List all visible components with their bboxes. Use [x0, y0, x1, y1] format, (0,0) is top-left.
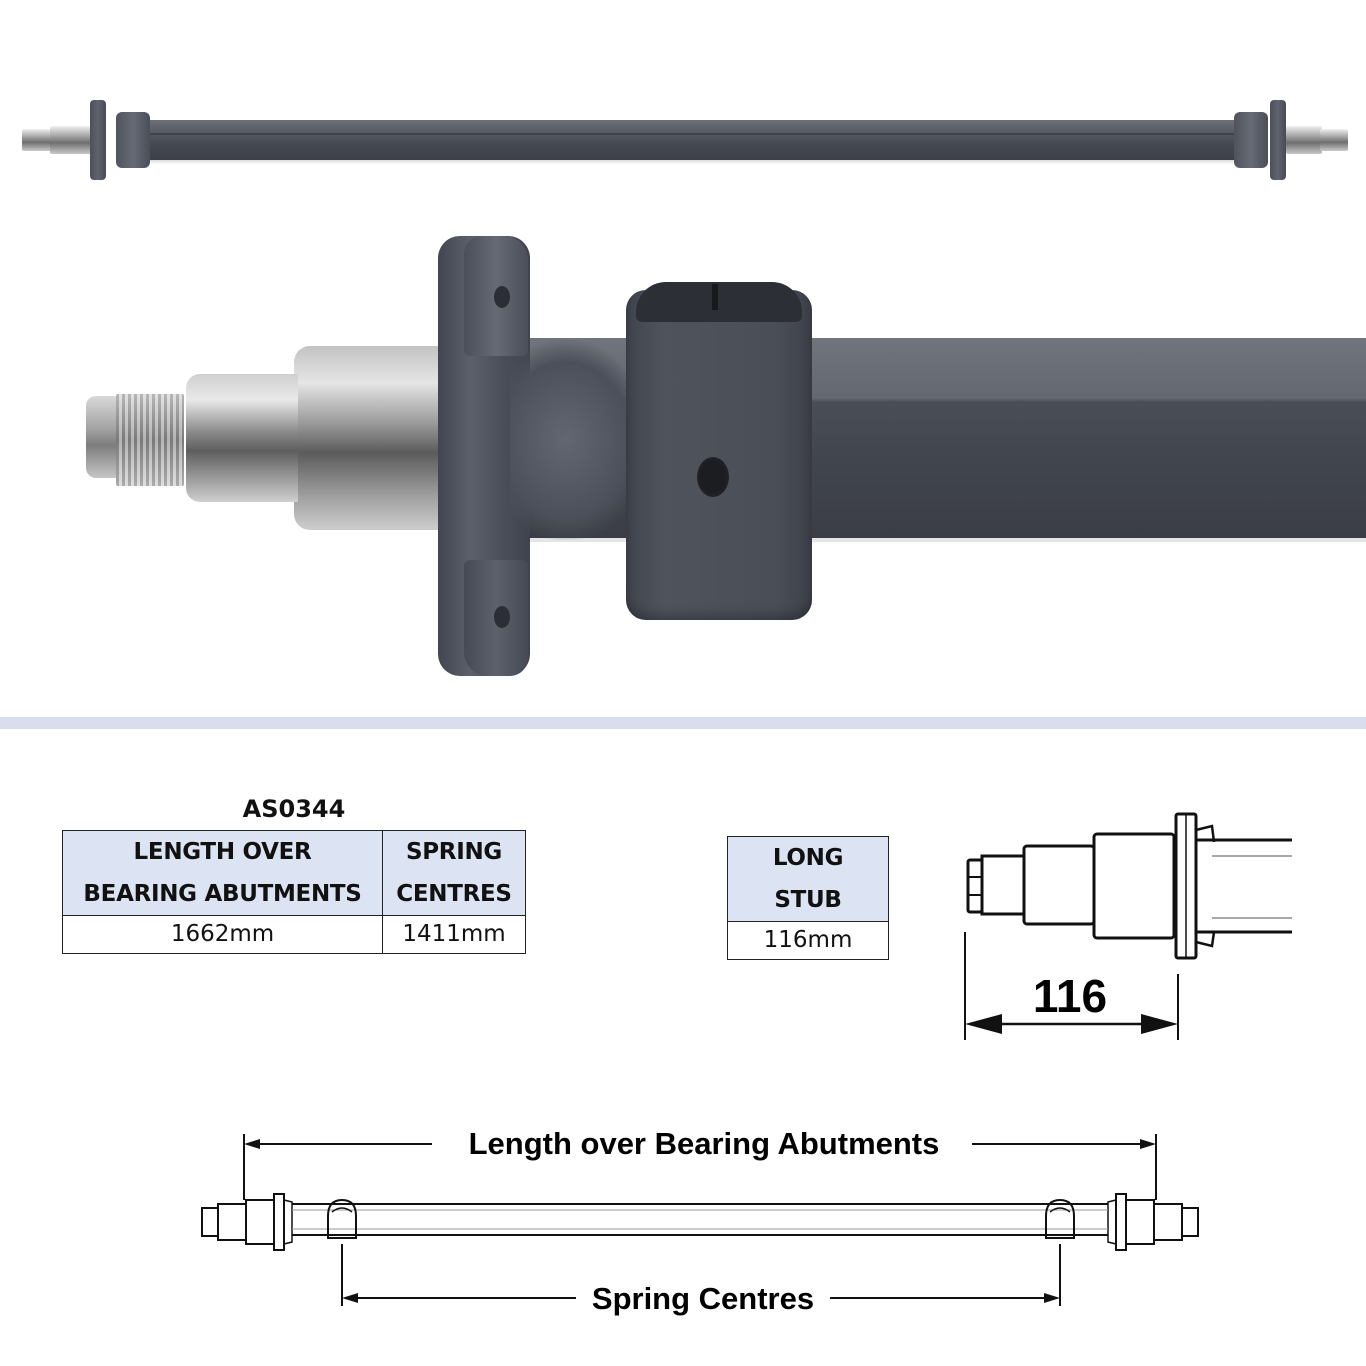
right-spring-seat [1234, 112, 1268, 168]
arrow-left-icon [965, 1014, 1002, 1034]
right-stub-body [1286, 126, 1322, 154]
stub-tip [86, 396, 116, 478]
axle-drawing: Length over Bearing Abutments Spring Cen… [201, 1126, 1199, 1316]
axle-beam [140, 120, 1240, 160]
left-stub-body [50, 126, 92, 154]
spring-hanger-slot [712, 284, 718, 310]
header-spring-centres: SPRING CENTRES [382, 830, 526, 916]
spec-table-header-row: LENGTH OVER BEARING ABUTMENTS SPRING CEN… [62, 830, 526, 916]
length-over-bearing-abutments-label: Length over Bearing Abutments [469, 1126, 940, 1161]
section-divider [0, 717, 1366, 729]
value-length-over-bearing-abutments: 1662mm [62, 915, 383, 954]
arrow-right-icon [1044, 1293, 1060, 1303]
spring-hanger-hole [697, 457, 729, 497]
left-spring-seat [116, 112, 150, 168]
arrow-right-icon [1140, 1139, 1156, 1149]
spring-hanger [626, 290, 812, 620]
arrow-right-icon [1141, 1014, 1178, 1034]
header-line: LONG [772, 845, 844, 871]
header-line: SPRING [405, 839, 503, 865]
spring-hanger-top-opening [636, 282, 802, 322]
flange-ear-bottom [464, 560, 528, 676]
spec-table-value-row: 1662mm 1411mm [62, 915, 526, 954]
left-stub-tip [22, 129, 52, 151]
header-line: BEARING ABUTMENTS [83, 881, 362, 907]
header-long-stub: LONG STUB [727, 836, 889, 922]
stub-thread [116, 394, 184, 486]
model-code: AS0344 [242, 795, 346, 823]
value-long-stub: 116mm [727, 921, 889, 960]
flange-ear-top [464, 236, 528, 356]
header-line: LENGTH OVER [133, 839, 312, 865]
right-flange [1270, 100, 1286, 180]
arrow-left-icon [342, 1293, 358, 1303]
header-line: CENTRES [396, 881, 512, 907]
header-line: STUB [774, 887, 842, 913]
stub-table: LONG STUB 116mm [727, 836, 889, 960]
arrow-left-icon [244, 1139, 260, 1149]
header-length-over-bearing-abutments: LENGTH OVER BEARING ABUTMENTS [62, 830, 383, 916]
left-flange [90, 100, 106, 180]
spring-centres-label: Spring Centres [592, 1281, 814, 1316]
stub-table-value-row: 116mm [727, 921, 889, 960]
stub-dimension-label: 116 [1033, 970, 1107, 1022]
flange-hole [494, 606, 510, 628]
stub-table-header-row: LONG STUB [727, 836, 889, 922]
stub-bearing-seat-inner [186, 374, 298, 502]
flange-hole [494, 286, 510, 308]
spec-table: LENGTH OVER BEARING ABUTMENTS SPRING CEN… [62, 830, 526, 954]
value-spring-centres: 1411mm [382, 915, 526, 954]
stub-bearing-seat-outer [294, 346, 462, 530]
right-stub-tip [1320, 129, 1348, 151]
stub-drawing: 116 [964, 812, 1292, 1040]
